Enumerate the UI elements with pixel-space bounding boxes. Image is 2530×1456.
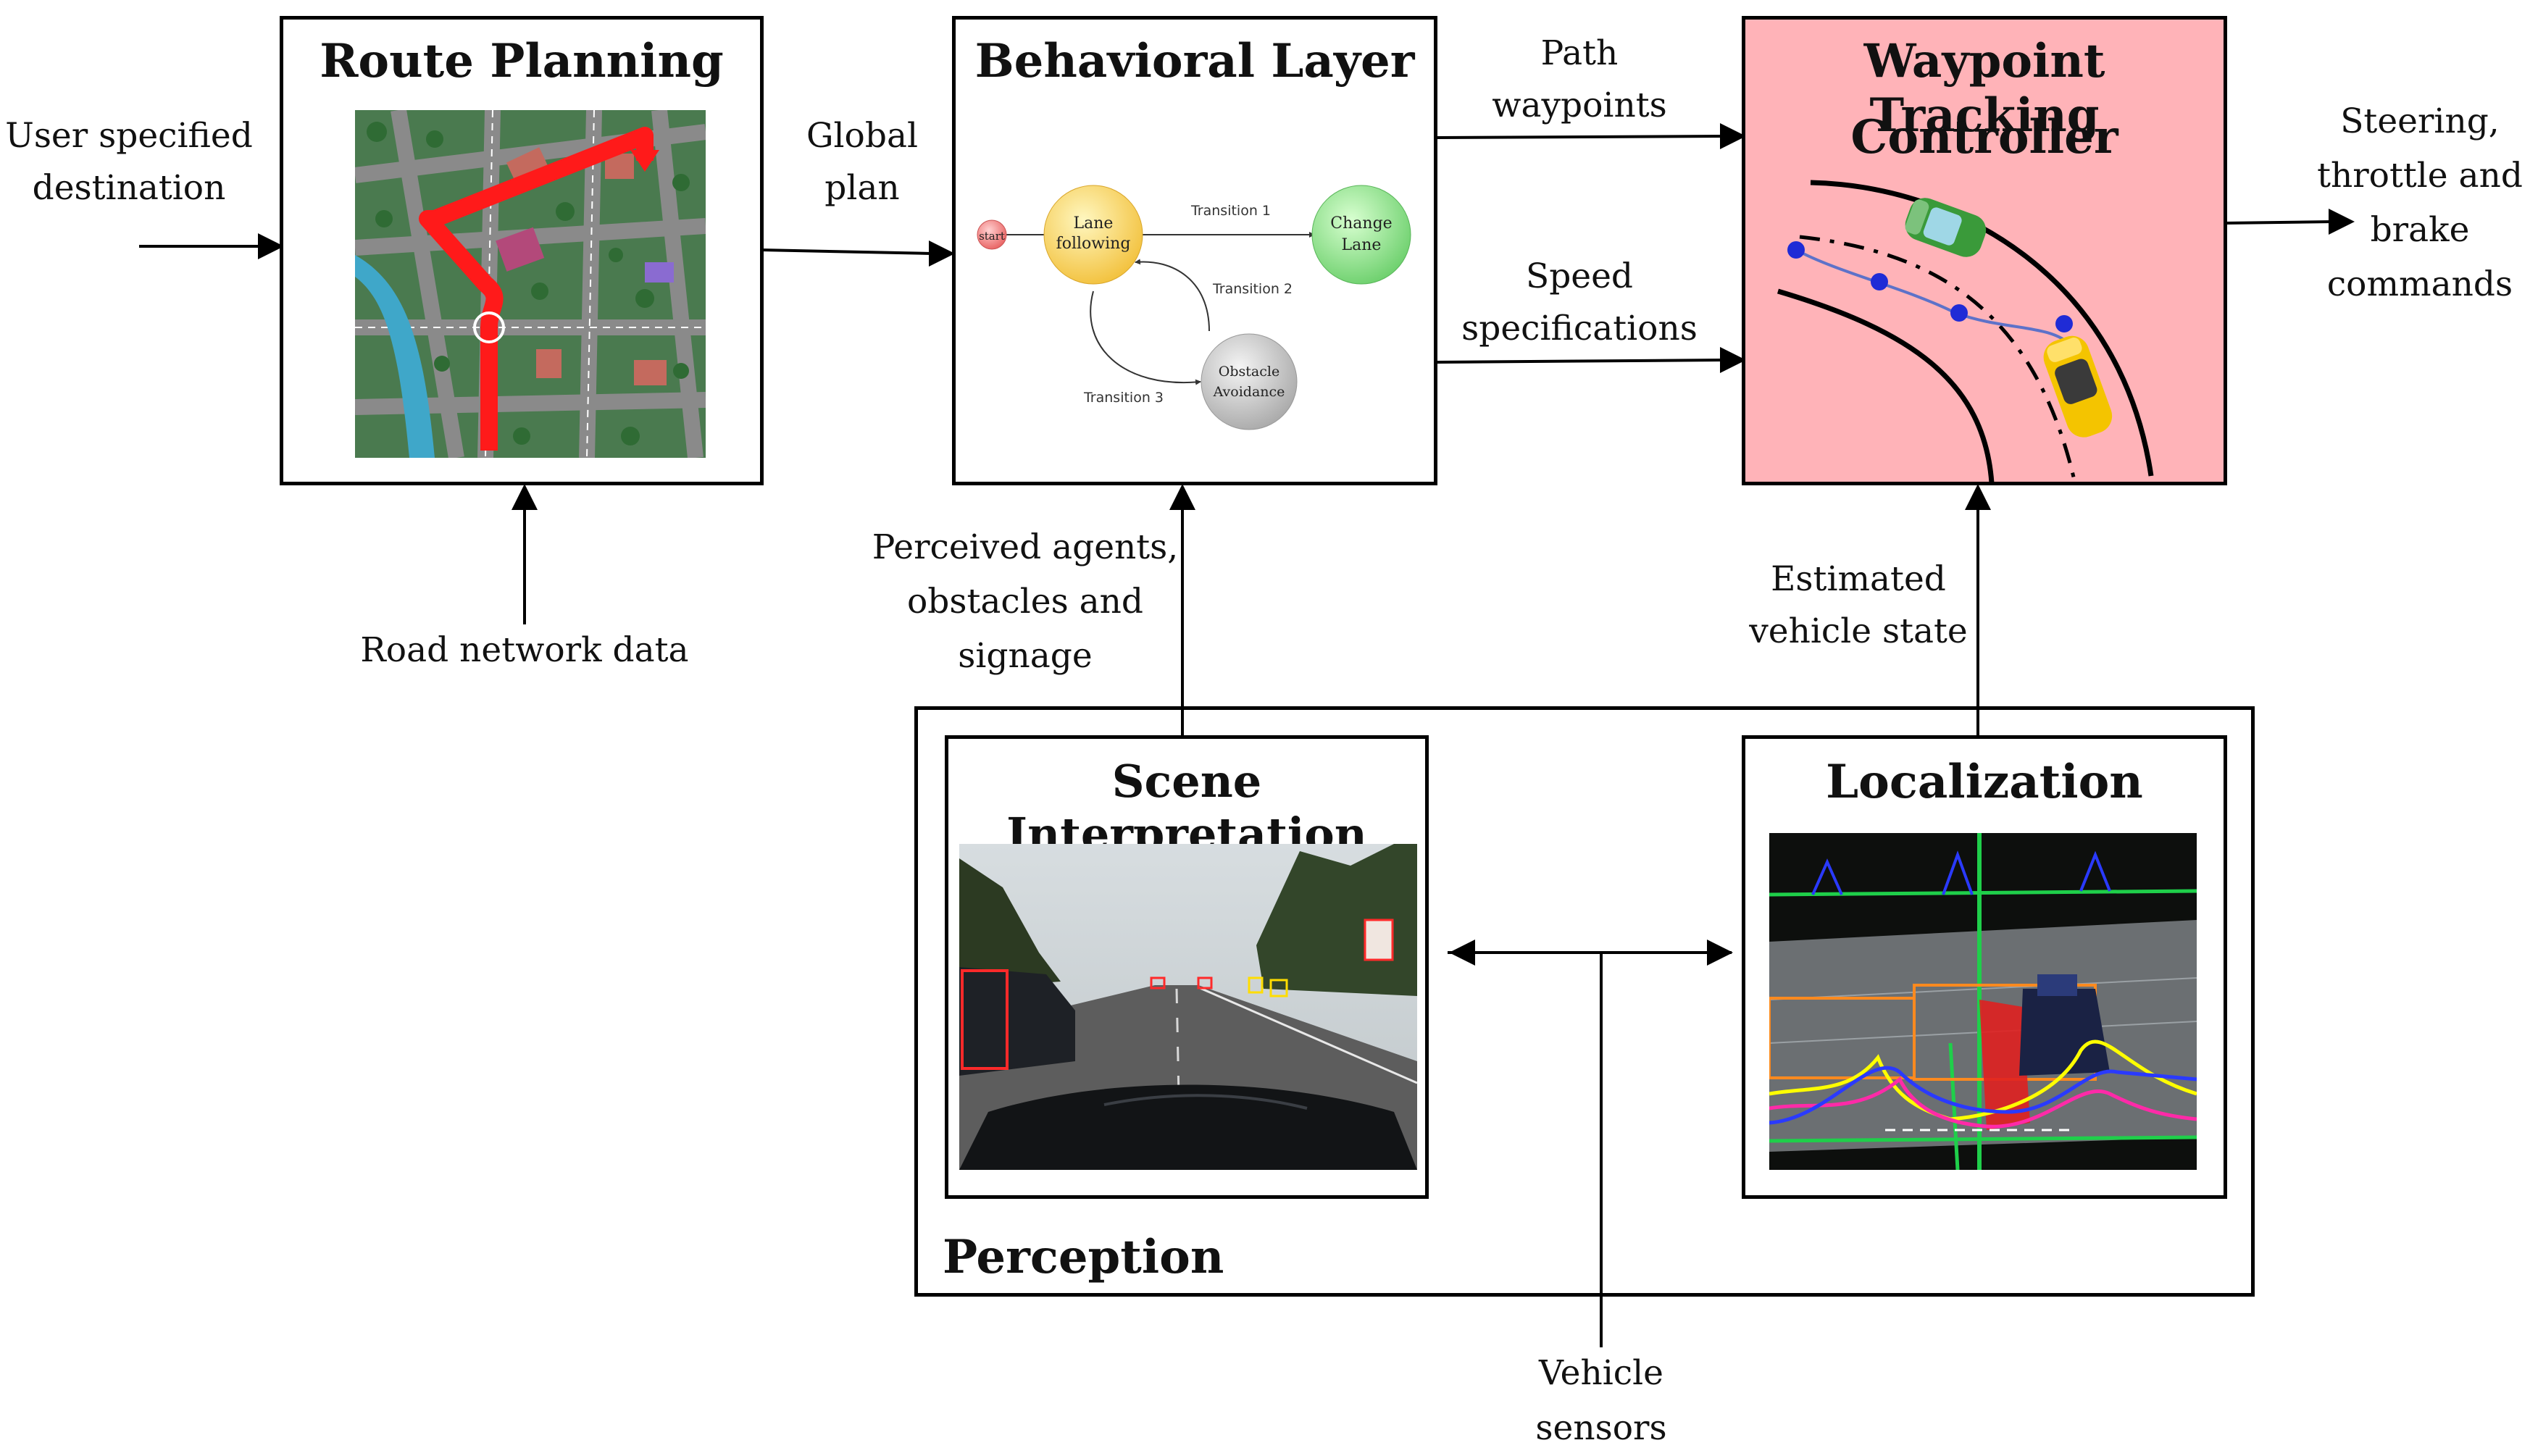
fsm-label-change-2: Lane bbox=[1342, 236, 1382, 254]
yellow-car-icon bbox=[2043, 335, 2113, 438]
fsm-label-lane-2: following bbox=[1056, 235, 1131, 253]
arrow-to-outputs bbox=[2224, 220, 2334, 225]
label-road-network: Road network data bbox=[348, 624, 701, 677]
label-user-destination: User specified destination bbox=[1, 110, 256, 214]
waypoint-dot bbox=[1871, 273, 1888, 290]
label-line: plan bbox=[824, 168, 900, 208]
fsm-diagram: start Lane following Change Lane Obstacl… bbox=[977, 185, 1411, 430]
scene-interpretation-box: Scene Interpretation bbox=[945, 735, 1429, 1199]
label-line: sensors bbox=[1535, 1408, 1667, 1448]
waypoint-illustration bbox=[1777, 180, 2154, 483]
label-line: destination bbox=[32, 168, 226, 208]
fsm-transition-2: Transition 2 bbox=[1212, 281, 1293, 297]
map-image bbox=[355, 110, 706, 458]
label-vehicle-sensors: Vehicle sensors bbox=[1500, 1346, 1703, 1456]
arrow-speed-specs bbox=[1436, 359, 1724, 364]
label-estimated-state: Estimated vehicle state bbox=[1742, 553, 1974, 658]
fsm-label-obstacle-1: Obstacle bbox=[1219, 364, 1279, 380]
waypoint-dot bbox=[1950, 304, 1968, 322]
fsm-transition-3: Transition 3 bbox=[1083, 390, 1164, 406]
fsm-node-lane-following bbox=[1043, 185, 1143, 285]
label-line: Path bbox=[1540, 33, 1619, 73]
label-line: Speed bbox=[1526, 256, 1633, 296]
waypoint-dot bbox=[2055, 315, 2073, 332]
label-line: Perceived agents, bbox=[872, 527, 1179, 567]
label-line: vehicle state bbox=[1749, 611, 1968, 651]
label-line: Steering, bbox=[2340, 101, 2500, 141]
label-line: User specified bbox=[5, 116, 253, 156]
label-line: commands bbox=[2326, 264, 2513, 304]
behavioral-layer-box: Behavioral Layer start Lane following Ch… bbox=[952, 16, 1437, 485]
localization-lidar-image bbox=[1769, 833, 2197, 1170]
waypoint-dot bbox=[1787, 241, 1805, 259]
fsm-transition-1: Transition 1 bbox=[1190, 203, 1271, 219]
label-speed-specs: Speed specifications bbox=[1442, 251, 1717, 355]
perception-box: Perception bbox=[914, 706, 2255, 1297]
label-line: obstacles and bbox=[906, 582, 1144, 622]
label-line: Road network data bbox=[360, 630, 689, 670]
behavioral-layer-title: Behavioral Layer bbox=[974, 34, 1415, 88]
route-planning-box: Route Planning bbox=[280, 16, 764, 485]
label-line: specifications bbox=[1461, 309, 1698, 348]
perception-title: Perception bbox=[943, 1230, 1224, 1284]
label-line: waypoints bbox=[1492, 85, 1667, 125]
route-planning-title: Route Planning bbox=[320, 34, 724, 88]
arrow-path-waypoints bbox=[1436, 135, 1724, 139]
fsm-label-obstacle-2: Avoidance bbox=[1213, 384, 1285, 400]
label-line: Estimated bbox=[1771, 559, 1946, 599]
label-line: Global bbox=[806, 116, 918, 156]
label-line: Vehicle bbox=[1539, 1353, 1663, 1393]
fsm-node-obstacle-avoidance bbox=[1201, 333, 1298, 430]
arrow-route-to-behavioral bbox=[760, 248, 932, 255]
waypoint-title-line1: Waypoint Tracking bbox=[1863, 34, 2105, 143]
label-path-waypoints: Path waypoints bbox=[1456, 28, 1703, 132]
localization-title: Localization bbox=[1826, 755, 2143, 809]
label-outputs: Steering, throttle and brake commands bbox=[2311, 94, 2529, 311]
fsm-label-lane-1: Lane bbox=[1074, 214, 1114, 233]
label-line: brake bbox=[2370, 210, 2470, 250]
fsm-node-change-lane bbox=[1311, 185, 1411, 285]
scene-camera-image bbox=[959, 844, 1417, 1170]
label-line: throttle and bbox=[2317, 156, 2523, 196]
fsm-label-change-1: Change bbox=[1330, 214, 1392, 233]
fsm-node-start bbox=[977, 219, 1007, 250]
label-global-plan: Global plan bbox=[782, 110, 942, 214]
label-perceived-agents: Perceived agents, obstacles and signage bbox=[869, 520, 1181, 683]
waypoint-tracking-box: Waypoint Tracking Controller bbox=[1742, 16, 2227, 485]
green-car-icon bbox=[1905, 198, 1987, 257]
fsm-label-start: start bbox=[979, 230, 1005, 243]
label-line: signage bbox=[958, 636, 1093, 676]
localization-box: Localization bbox=[1742, 735, 2227, 1199]
waypoint-title-line2: Controller bbox=[1850, 110, 2118, 164]
